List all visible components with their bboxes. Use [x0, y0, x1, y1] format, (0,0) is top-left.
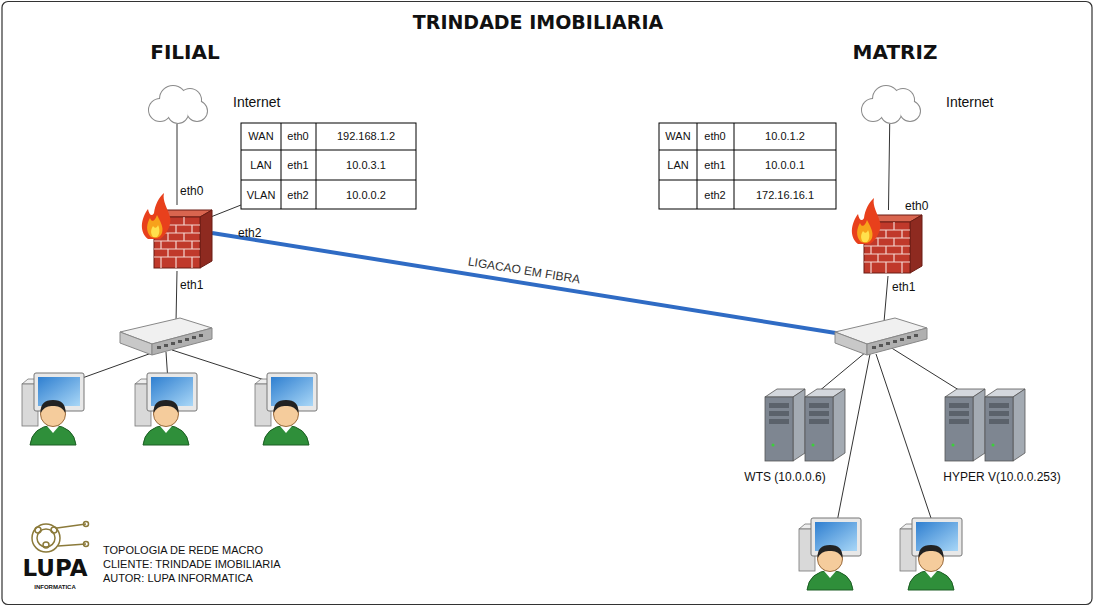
filial-address-table — [241, 123, 416, 209]
table-cell: 10.0.0.2 — [346, 189, 386, 201]
internet-cloud-icon — [858, 84, 922, 124]
diagram-title: TRINDADE IMOBILIARIA — [413, 11, 663, 33]
workstation — [799, 518, 861, 590]
footer-note: AUTOR: LUPA INFORMATICA — [103, 572, 253, 584]
table-cell: 172.16.16.1 — [756, 189, 814, 201]
site-heading: FILIAL — [150, 41, 220, 63]
firewall: eth0eth2eth1 — [140, 205, 214, 271]
node-label: eth1 — [180, 279, 203, 292]
network-link — [888, 124, 889, 210]
internet-cloud-shape — [862, 86, 920, 123]
logo-text: LUPA — [22, 556, 87, 581]
internet-cloud-shape — [149, 86, 207, 123]
table-cell: eth0 — [287, 130, 308, 142]
network-switch — [835, 318, 927, 355]
server-icon — [945, 385, 1027, 461]
server: HYPER V(10.0.0.253) — [945, 385, 1027, 461]
node-label: eth0 — [180, 185, 203, 198]
table-cell: 10.0.3.1 — [346, 159, 386, 171]
footer-note: TOPOLOGIA DE REDE MACRO — [103, 544, 263, 556]
table-cell: eth2 — [704, 189, 725, 201]
node-label: Internet — [233, 95, 280, 110]
server-icon — [765, 385, 847, 461]
table-cell: eth1 — [287, 159, 308, 171]
lan-wire — [884, 276, 888, 322]
network-switch — [120, 318, 212, 355]
lan-wire — [176, 271, 177, 322]
network-link — [177, 124, 178, 205]
internet-cloud-icon — [145, 84, 209, 124]
server-shape — [945, 389, 1025, 461]
firewall-shape — [142, 193, 212, 268]
node-label: eth0 — [905, 200, 928, 213]
fiber-link — [212, 233, 842, 334]
node-label: WTS (10.0.0.6) — [744, 471, 825, 484]
table-cell: eth0 — [704, 130, 725, 142]
site-heading: MATRIZ — [853, 41, 938, 63]
table-cell: LAN — [667, 159, 688, 171]
node-label: eth1 — [892, 281, 915, 294]
workstation — [900, 518, 962, 590]
node-label: HYPER V(10.0.0.253) — [943, 471, 1060, 484]
internet-cloud: Internet — [858, 84, 922, 124]
node-label: Internet — [946, 95, 993, 110]
workstation — [22, 373, 84, 445]
firewall: eth0eth1 — [850, 210, 926, 276]
table-cell: 10.0.1.2 — [765, 130, 805, 142]
node-label: eth2 — [238, 227, 261, 240]
server-shape — [765, 389, 845, 461]
logo-text: INFORMATICA — [34, 584, 76, 591]
table-cell: eth2 — [287, 189, 308, 201]
table-cell: eth1 — [704, 159, 725, 171]
workstation — [255, 373, 317, 445]
table-cell: VLAN — [247, 189, 276, 201]
server: WTS (10.0.0.6) — [765, 385, 847, 461]
firewall-icon — [140, 205, 214, 271]
table-cell: WAN — [665, 130, 690, 142]
internet-cloud: Internet — [145, 84, 209, 124]
table-cell: WAN — [248, 130, 273, 142]
table-cell: 192.168.1.2 — [337, 130, 395, 142]
matriz-address-table — [659, 123, 836, 209]
company-logo — [32, 522, 89, 553]
workstation — [135, 373, 197, 445]
lan-wire — [890, 347, 962, 392]
table-cell: LAN — [250, 159, 271, 171]
lan-wire — [876, 354, 934, 527]
table-cell: 10.0.0.1 — [765, 159, 805, 171]
lan-wire — [818, 352, 866, 392]
firewall-icon — [850, 210, 926, 276]
footer-note: CLIENTE: TRINDADE IMOBILIARIA — [103, 558, 281, 570]
